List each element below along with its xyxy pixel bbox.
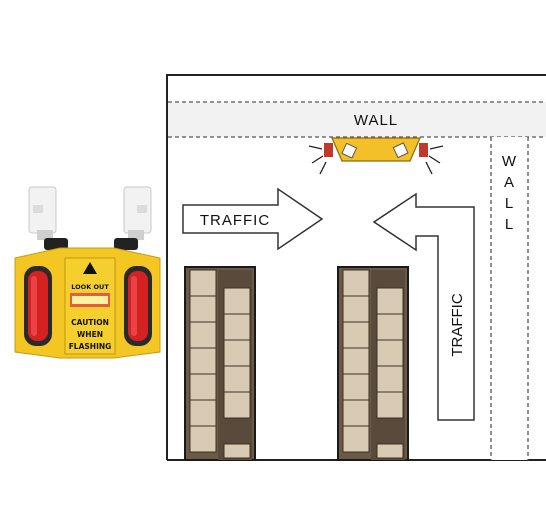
arrow-icon <box>182 187 324 251</box>
sign-line1: LOOK OUT <box>71 283 109 291</box>
side-wall-letter: L <box>505 195 513 212</box>
side-wall-band <box>491 137 528 460</box>
top-wall-band <box>168 102 546 137</box>
floor-boundary <box>166 74 546 460</box>
sign-line4: FLASHING <box>69 342 112 351</box>
sensor-icon <box>28 186 68 250</box>
arrow-icon <box>372 192 475 421</box>
storage-rack <box>337 266 409 461</box>
sign-line3: WHEN <box>77 330 103 339</box>
light-rays <box>308 145 444 175</box>
side-wall-letter: W <box>502 153 517 170</box>
storage-rack <box>184 266 256 461</box>
product-photo: LOOK OUT CAUTION WHEN FLASHING <box>14 186 161 359</box>
floor-plan: WALL W A L L TRAF <box>166 74 546 461</box>
side-wall-letter: L <box>505 216 513 233</box>
top-wall-label: WALL <box>354 112 398 129</box>
traffic-left-label: TRAFFIC <box>200 212 270 229</box>
sensor-icon <box>114 186 152 250</box>
side-wall-letter: A <box>504 174 514 191</box>
red-lamp-icon <box>124 266 152 346</box>
sign-line2: CAUTION <box>71 318 109 327</box>
warning-light-icon <box>308 137 444 175</box>
red-lamp-icon <box>24 266 52 346</box>
traffic-right-label: TRAFFIC <box>449 293 466 356</box>
